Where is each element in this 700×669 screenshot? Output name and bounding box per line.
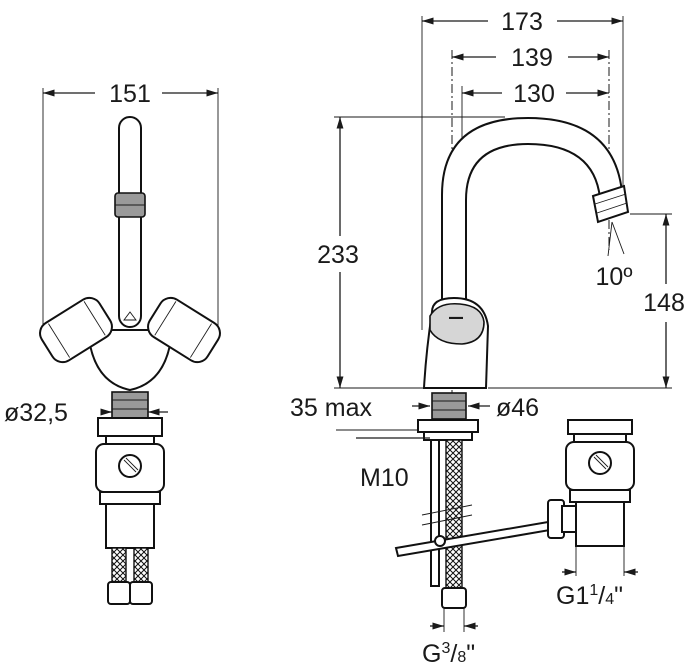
base-diameter-label: ø46	[496, 394, 539, 422]
front-view: 151 ø32,5	[4, 80, 221, 605]
brand-mark: ▬▬	[449, 314, 463, 321]
side-view: 173 139 130 233 148 10º	[290, 8, 685, 668]
width-label: 151	[109, 80, 151, 108]
spout-aerator	[591, 184, 630, 224]
right-handle	[147, 296, 221, 364]
front-hose-left	[111, 547, 127, 583]
side-supply-hose	[445, 439, 463, 591]
hose-nut	[441, 587, 467, 609]
rod-thread-label: M10	[360, 464, 409, 492]
front-spout	[118, 116, 142, 328]
supply-thread-label: G3/8"	[422, 640, 475, 668]
front-logo-mark	[123, 311, 137, 321]
popup-linkage	[394, 520, 552, 558]
height-total-label: 233	[317, 241, 359, 269]
front-lower-pipe	[105, 503, 155, 549]
front-hose-right	[133, 547, 149, 583]
deck-thickness-label: 35 max	[290, 394, 372, 422]
waste-tail	[575, 501, 625, 547]
side-lever	[429, 302, 485, 345]
drain-thread-label: G11/4"	[556, 582, 623, 610]
spout-angle-label: 10º	[596, 263, 633, 291]
side-flange	[417, 419, 479, 433]
connector-diameter-label: ø32,5	[4, 399, 68, 427]
front-thread-connector	[111, 391, 149, 419]
left-handle	[39, 296, 113, 364]
spout-height-label: 148	[643, 289, 685, 317]
reach-mid-label: 139	[511, 44, 553, 72]
reach-total-label: 173	[501, 8, 543, 36]
reach-inner-label: 130	[513, 80, 555, 108]
front-flange	[97, 417, 163, 437]
side-thread-connector	[431, 392, 467, 420]
waste-cap	[567, 419, 633, 435]
front-body	[86, 329, 174, 392]
